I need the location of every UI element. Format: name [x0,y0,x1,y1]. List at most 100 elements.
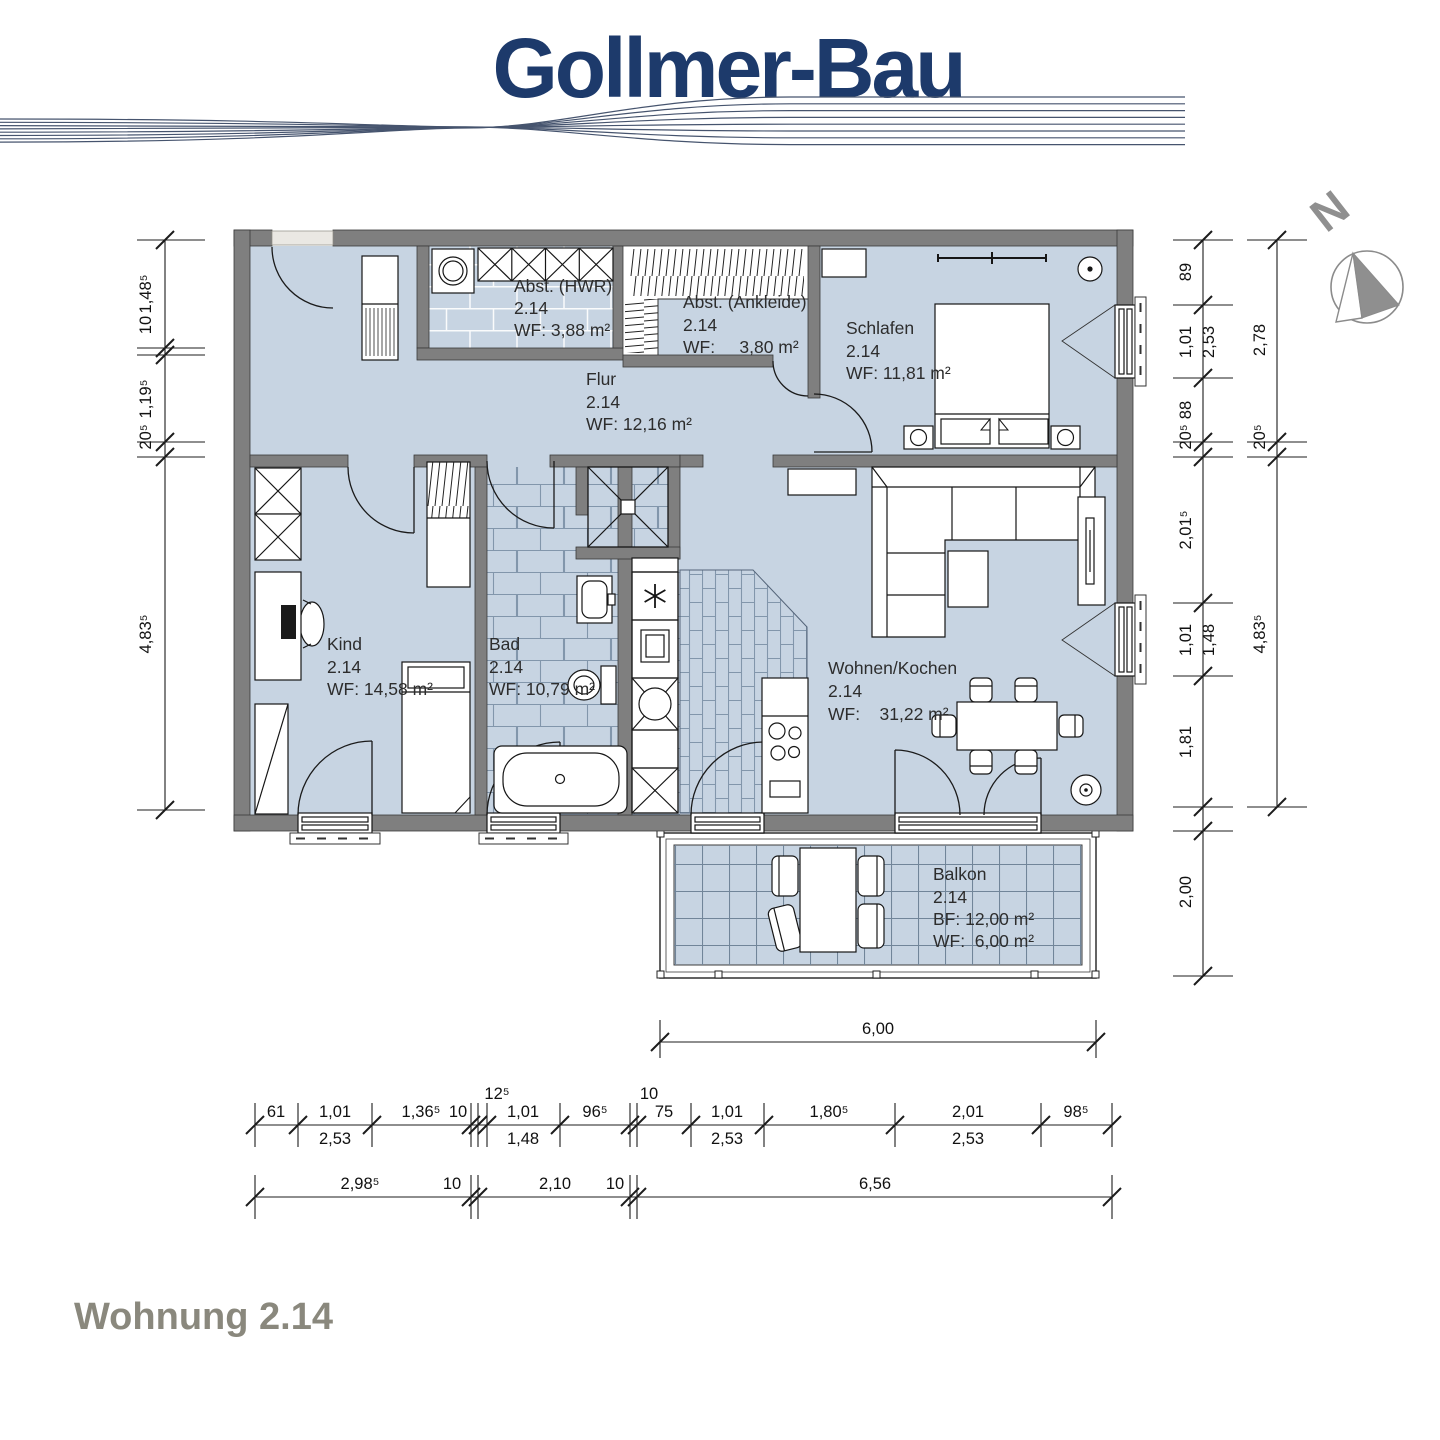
dim-label: 1,80⁵ [810,1103,849,1121]
balcony-door-icon [690,812,765,834]
apartment-title: Wohnung 2.14 [74,1296,333,1338]
room-name: Abst. (Ankleide) [683,292,807,312]
dim-label: 4,83⁵ [1251,615,1269,654]
furniture [254,247,1106,815]
room-label-bad: Bad 2.14 WF: 10,79 m² [489,634,595,699]
dim-label: 6,56 [859,1175,891,1193]
double-bed-icon [934,303,1050,449]
tv-board-icon [1077,496,1106,606]
radiator-icon [254,703,289,815]
dim-label: 1,19⁵ [137,380,155,419]
dim-label: 96⁵ [582,1103,607,1121]
room-area: WF: 11,81 m² [846,363,951,383]
dim-label: 20⁵ [137,424,155,449]
dim-label: 2,98⁵ [341,1175,380,1193]
dresser-icon [821,248,867,278]
window-icon [1061,296,1147,387]
north-label: N [1300,180,1358,241]
room-area: WF: 31,22 m² [828,704,949,724]
dim-label: 1,01 [1177,326,1195,358]
north-arrow: N [1300,180,1404,324]
cabinet-icon [631,767,679,814]
window-icon [289,812,381,845]
room-unit: 2.14 [514,298,548,318]
shower-icon [587,466,669,548]
dim-label: 1,48⁵ [137,275,155,314]
room-name: Wohnen/Kochen [828,658,957,678]
balcony-chair-icon [857,903,885,949]
room-label-kind: Kind 2.14 WF: 14,58 m² [327,634,433,699]
walls [233,229,1134,832]
sink-icon [576,575,616,624]
balcony-chair-icon [771,855,799,897]
window-icon [1061,594,1147,685]
dim-label: 1,48 [1200,624,1218,656]
dim-label: 4,83⁵ [137,615,155,654]
dim-label: 20⁵ [1177,424,1195,449]
room-name: Balkon [933,864,987,884]
dim-label: 10 [449,1103,467,1121]
dim-sum-label: 2,53 [952,1130,984,1148]
dim-label: 10 [640,1085,658,1103]
desk-chair-icon [299,601,325,647]
room-name: Bad [489,634,520,654]
compass-circle-icon [1330,250,1404,324]
hall-wardrobe-icon [361,255,399,361]
wardrobe-rail-hatch [630,249,804,296]
dim-label: 2,01 [952,1103,984,1121]
room-area: WF: 6,00 m² [933,931,1034,951]
room-area: WF: 12,16 m² [586,414,692,434]
single-bed-icon [401,661,471,814]
tall-wardrobe-icon [426,461,471,588]
room-name: Flur [586,369,616,389]
dim-label: 2,01⁵ [1177,511,1195,550]
coffee-table-icon [947,550,989,608]
dim-label: 1,36⁵ [402,1103,441,1121]
ceiling-lamp-icon [1070,774,1102,806]
bathtub-icon [493,745,628,814]
balcony-table-icon [799,847,857,953]
dim-label: 12⁵ [484,1085,509,1103]
toilet-icon [567,665,617,705]
room-area: WF: 14,58 m² [327,679,433,699]
room-unit: 2.14 [846,341,880,361]
railing-posts [656,829,1100,979]
dining-table-icon [956,701,1058,751]
wardrobe-icon [254,467,302,561]
kids-room-furniture [254,461,471,815]
sideboard-icon [787,468,857,496]
room-label-ankleide: Abst. (Ankleide) 2.14 WF: 3,80 m² [683,292,807,357]
balcony-chair-icon [767,904,803,952]
room-label-flur: Flur 2.14 WF: 12,16 m² [586,369,692,434]
ankleide-door-swing [772,360,809,397]
stove-island-icon [761,677,809,814]
room-area: WF: 10,79 m² [489,679,595,699]
dim-label: 2,00 [1177,876,1195,908]
room-label-schlafen: Schlafen 2.14 WF: 11,81 m² [846,318,951,383]
dim-sum-label: 1,48 [507,1130,539,1148]
room-name: Kind [327,634,362,654]
room-unit: 2.14 [489,657,523,677]
washing-machine-icon [431,248,475,294]
room-unit: 2.14 [586,392,620,412]
room-label-balkon: Balkon 2.14 BF: 12,00 m² WF: 6,00 m² [933,864,1034,951]
room-unit: 2.14 [828,681,862,701]
room-area-bf: BF: 12,00 m² [933,909,1034,929]
compass-needle-gray [1352,251,1400,319]
dim-label: 89 [1177,263,1195,281]
logo-swoosh-lines [0,96,1185,146]
dim-label: 20⁵ [1251,424,1269,449]
room-label-hwr: Abst. (HWR) 2.14 WF: 3,88 m² [514,276,612,340]
balcony [656,829,1100,979]
dimension-balcony-width: 6,00 [650,1020,1106,1058]
dim-label: 1,01 [711,1103,743,1121]
dimension-chain-right-inner: 89 1,01 2,53 88 20⁵ 2,01⁵ 1,01 1,48 1,81… [1173,230,1233,986]
dim-label: 2,78 [1251,324,1269,356]
dim-label: 98⁵ [1063,1103,1088,1121]
window-swing [297,740,373,816]
room-area: WF: 3,88 m² [514,320,610,340]
room-name: Schlafen [846,318,914,338]
living-room-furniture [787,466,1106,806]
